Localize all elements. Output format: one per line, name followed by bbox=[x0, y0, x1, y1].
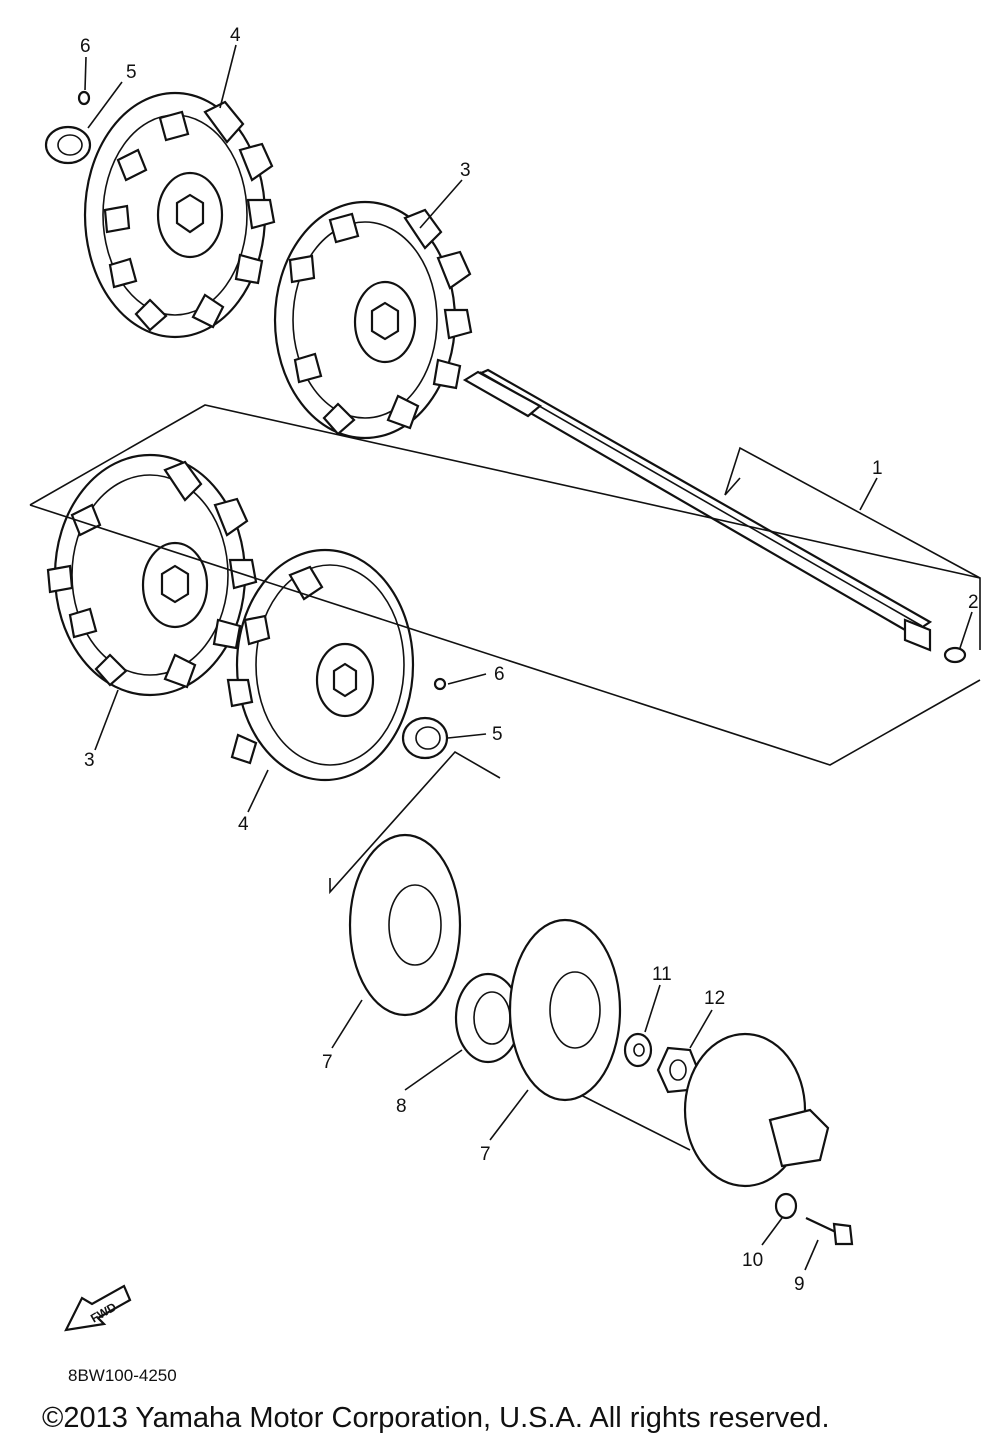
callout-11: 11 bbox=[652, 964, 672, 985]
callout-10: 10 bbox=[742, 1250, 763, 1271]
hub-plate-left bbox=[348, 833, 462, 1017]
callout-7-left: 7 bbox=[322, 1052, 333, 1073]
callout-5-lower: 5 bbox=[492, 724, 503, 745]
flange-hub bbox=[683, 1032, 830, 1188]
callout-3-top: 3 bbox=[460, 160, 471, 181]
drive-shaft bbox=[462, 368, 967, 664]
idler-wheel-lower-middle bbox=[226, 548, 415, 782]
sprocket-wheel-top-left bbox=[83, 91, 276, 339]
copyright-notice: ©2013 Yamaha Motor Corporation, U.S.A. A… bbox=[42, 1402, 830, 1434]
sprocket-wheel-lower-left bbox=[46, 453, 258, 697]
washer bbox=[623, 1032, 653, 1068]
lock-washer bbox=[774, 1192, 798, 1220]
bolt bbox=[805, 1217, 854, 1246]
callout-leaders bbox=[84, 44, 973, 1271]
callout-3-lower: 3 bbox=[84, 750, 95, 771]
callout-12: 12 bbox=[704, 988, 725, 1009]
fwd-arrow-icon: FWD bbox=[64, 1284, 132, 1332]
callout-labels: 6 5 4 3 1 2 6 5 3 4 7 8 7 11 12 10 9 bbox=[80, 25, 979, 1295]
callout-5-top: 5 bbox=[126, 62, 137, 83]
callout-4-top: 4 bbox=[230, 25, 241, 46]
callout-1: 1 bbox=[872, 458, 883, 479]
bearing-collar-lower bbox=[401, 677, 449, 760]
part-diagram-code: 8BW100-4250 bbox=[68, 1366, 177, 1385]
callout-4-lower: 4 bbox=[238, 814, 249, 835]
callout-7-right: 7 bbox=[480, 1144, 491, 1165]
callout-6-top: 6 bbox=[80, 36, 91, 57]
assembly-bracket-lines bbox=[29, 404, 981, 1151]
callout-2: 2 bbox=[968, 592, 979, 613]
sprocket-wheel-top-middle bbox=[273, 200, 473, 440]
callout-6-lower: 6 bbox=[494, 664, 505, 685]
callout-9: 9 bbox=[794, 1274, 805, 1295]
bearing-collar-top bbox=[44, 90, 92, 165]
hub-plate-right bbox=[508, 918, 622, 1102]
callout-8: 8 bbox=[396, 1096, 407, 1117]
